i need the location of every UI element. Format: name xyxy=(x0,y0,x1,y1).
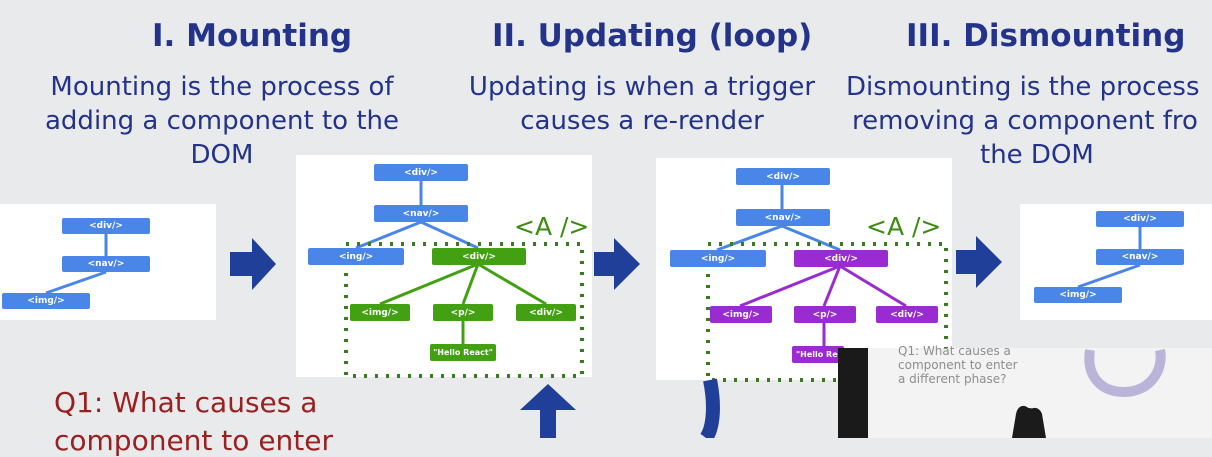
tree2-component-img-node: <img/> xyxy=(350,304,410,321)
updating-desc-line: causes a re-render xyxy=(520,106,764,136)
question-line-1: Q1: What causes a xyxy=(54,386,318,419)
tree3-component-inner-div-node: <div/> xyxy=(876,306,938,323)
tree2-nav-node: <nav/> xyxy=(374,205,468,222)
tree3-hello-text-node: "Hello Re xyxy=(792,346,844,363)
screen-loop-graphic xyxy=(1012,349,1166,438)
tree2-img-node: <ing/> xyxy=(308,248,404,265)
updating-description: Updating is when a trigger causes a re-r… xyxy=(452,70,832,138)
tree2-component-p-node: <p/> xyxy=(433,304,493,321)
dismounting-desc-line: removing a component fro xyxy=(852,106,1198,136)
tree3-component-img-node: <img/> xyxy=(710,306,772,323)
tree1-div-node: <div/> xyxy=(62,218,150,234)
tree3-img-node: <ing/> xyxy=(670,250,766,267)
screen-line: Q1: What causes a xyxy=(898,344,1011,358)
tree1-img-node: <img/> xyxy=(2,293,90,309)
tree3-nav-node: <nav/> xyxy=(736,209,830,226)
dismounting-title: III. Dismounting xyxy=(906,18,1186,54)
tree2-component-div-node: <div/> xyxy=(432,248,526,265)
component-label-mounted: <A /> xyxy=(514,212,590,241)
tree3-component-p-node: <p/> xyxy=(794,306,856,323)
mounting-desc-line: DOM xyxy=(190,140,254,170)
updated-tree-panel xyxy=(656,158,952,380)
tree1-nav-node: <nav/> xyxy=(62,256,150,272)
screen-frame xyxy=(838,348,868,438)
updating-title: II. Updating (loop) xyxy=(492,18,813,54)
question-line-2: component to enter xyxy=(54,424,334,457)
diagram-connectors xyxy=(45,181,1142,438)
tree2-hello-text-node: "Hello React" xyxy=(430,344,496,361)
mounting-desc-line: adding a component to the xyxy=(45,106,399,136)
tree4-img-node: <img/> xyxy=(1034,287,1122,303)
tree2-div-node: <div/> xyxy=(374,164,468,181)
tree4-nav-node: <nav/> xyxy=(1096,249,1184,265)
tree3-div-node: <div/> xyxy=(736,168,830,185)
dismounting-description: Dismounting is the process removing a co… xyxy=(840,70,1212,172)
tree4-div-node: <div/> xyxy=(1096,211,1184,227)
updating-desc-line: Updating is when a trigger xyxy=(468,72,816,102)
mounting-title: I. Mounting xyxy=(152,18,353,54)
tree2-component-inner-div-node: <div/> xyxy=(516,304,576,321)
mounting-desc-line: Mounting is the process of xyxy=(50,72,394,102)
dismounting-desc-line: Dismounting is the process xyxy=(846,72,1200,102)
component-label-updated: <A /> xyxy=(866,212,942,241)
dismounting-desc-line: the DOM xyxy=(980,140,1094,170)
mounting-description: Mounting is the process of adding a comp… xyxy=(22,70,422,172)
screen-line: component to enter xyxy=(898,358,1018,372)
projection-screen-text: Q1: What causes a component to enter a d… xyxy=(898,344,1018,386)
screen-line: a different phase? xyxy=(898,372,1007,386)
tree3-component-div-node: <div/> xyxy=(794,250,888,267)
